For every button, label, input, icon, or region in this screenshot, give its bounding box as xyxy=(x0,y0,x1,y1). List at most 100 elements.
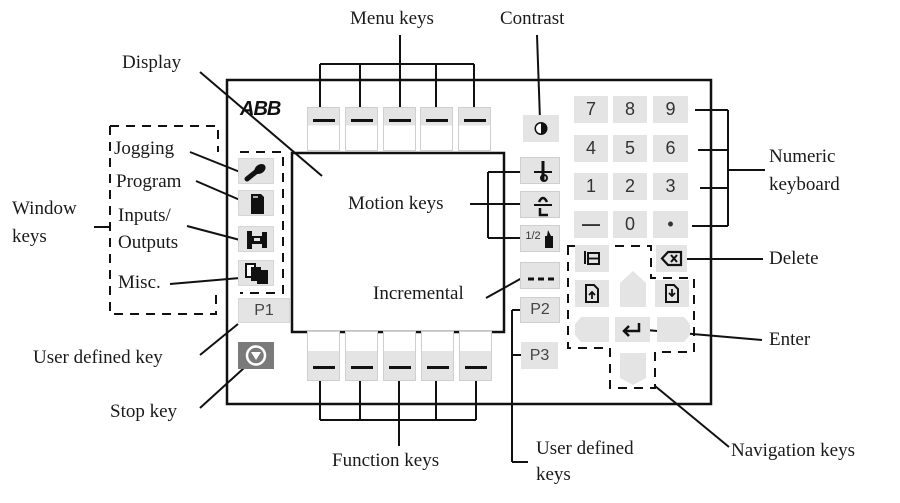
numeric-key-7[interactable]: 7 xyxy=(574,96,608,123)
delete-key[interactable] xyxy=(656,245,687,272)
motion-key-axis[interactable] xyxy=(520,191,560,218)
half-label: 1/2 xyxy=(525,230,541,242)
menu-key-1[interactable] xyxy=(307,107,340,151)
label-user-defined-keys-2: keys xyxy=(536,464,571,485)
numeric-key-minus[interactable]: — xyxy=(574,211,608,238)
jogging-leader xyxy=(189,151,241,173)
function-key-1[interactable] xyxy=(307,331,340,381)
stop-icon xyxy=(245,345,267,366)
contrast-leader xyxy=(536,34,541,121)
enter-key[interactable] xyxy=(615,317,650,342)
menu-key-4[interactable] xyxy=(420,107,453,151)
numeric-key-9[interactable]: 9 xyxy=(653,96,688,123)
motion-keys-leader xyxy=(470,171,520,239)
stop-key[interactable] xyxy=(238,342,274,369)
jogging-key[interactable] xyxy=(238,158,274,184)
label-inputs-outputs-2: Outputs xyxy=(118,232,179,253)
enter-icon xyxy=(622,323,641,337)
page-down-icon xyxy=(665,284,679,303)
menu-keys-leader xyxy=(319,35,475,110)
user-defined-keys-leader xyxy=(511,309,528,463)
page-up-key[interactable] xyxy=(575,280,609,307)
menu-key-5[interactable] xyxy=(458,107,491,151)
display-leader xyxy=(199,71,323,177)
io-icon xyxy=(247,231,267,249)
label-user-defined-keys-1: User defined xyxy=(536,438,634,459)
numeric-key-0[interactable]: 0 xyxy=(613,211,647,238)
contrast-key[interactable] xyxy=(523,115,559,142)
page-up-icon xyxy=(585,284,599,303)
incremental-key[interactable] xyxy=(520,262,560,289)
label-inputs-outputs-1: Inputs/ xyxy=(118,205,171,226)
robot-icon xyxy=(545,230,553,248)
function-keys-leader xyxy=(319,380,477,446)
label-navigation-keys: Navigation keys xyxy=(731,440,856,461)
numeric-keyboard-leader xyxy=(692,109,765,227)
window-keys-dashed-inner xyxy=(240,151,284,294)
incremental-icon xyxy=(528,277,556,281)
label-function-keys: Function keys xyxy=(332,450,440,471)
function-key-3[interactable] xyxy=(383,331,416,381)
label-numeric-keyboard-2: keyboard xyxy=(769,174,840,195)
numeric-key-2[interactable]: 2 xyxy=(613,173,647,200)
page-down-key[interactable] xyxy=(655,280,689,307)
program-leader xyxy=(195,180,241,201)
contrast-icon xyxy=(534,122,548,135)
motion-key-linear[interactable] xyxy=(520,157,560,184)
incremental-leader xyxy=(485,277,523,299)
motion-key-axis-half[interactable]: 1/2 xyxy=(520,225,560,252)
label-jogging: Jogging xyxy=(114,138,175,159)
io-leader xyxy=(186,225,241,241)
label-enter: Enter xyxy=(769,329,811,350)
label-motion-keys: Motion keys xyxy=(348,193,444,214)
misc-key[interactable] xyxy=(238,260,274,286)
pendant-frame xyxy=(225,78,713,406)
linear-motion-icon xyxy=(534,161,552,182)
menu-key-2[interactable] xyxy=(345,107,378,151)
p3-key[interactable]: P3 xyxy=(521,342,558,369)
label-window-keys-1: Window xyxy=(12,198,77,219)
label-delete: Delete xyxy=(769,248,819,269)
navigation-keys-leader xyxy=(654,385,730,448)
numeric-key-1[interactable]: 1 xyxy=(574,173,608,200)
numeric-key-3[interactable]: 3 xyxy=(653,173,688,200)
p1-key[interactable]: P1 xyxy=(238,298,290,323)
numeric-key-dot[interactable]: • xyxy=(653,211,688,238)
display-screen xyxy=(290,151,506,334)
backspace-icon xyxy=(660,250,683,267)
function-key-5[interactable] xyxy=(459,331,492,381)
misc-leader xyxy=(169,277,241,285)
list-key[interactable] xyxy=(575,245,609,272)
label-program: Program xyxy=(116,171,182,192)
windows-stack-icon xyxy=(245,263,268,284)
menu-key-3[interactable] xyxy=(383,107,416,151)
label-stop-key: Stop key xyxy=(110,401,178,422)
abb-logo: ABB xyxy=(240,98,281,120)
user-defined-key-leader xyxy=(199,323,239,356)
numeric-key-5[interactable]: 5 xyxy=(613,135,647,162)
p2-key[interactable]: P2 xyxy=(520,297,560,323)
navigation-dashed-outline xyxy=(567,245,695,389)
label-window-keys-2: keys xyxy=(12,226,47,247)
list-icon xyxy=(584,251,600,265)
numeric-key-6[interactable]: 6 xyxy=(653,135,688,162)
inputs-outputs-key[interactable] xyxy=(238,226,274,252)
label-contrast: Contrast xyxy=(500,8,565,29)
document-icon xyxy=(251,194,264,214)
program-key[interactable] xyxy=(238,190,274,216)
label-incremental: Incremental xyxy=(373,283,464,304)
stop-key-leader xyxy=(199,367,245,409)
axis-motion-icon xyxy=(534,196,552,217)
label-user-defined-key: User defined key xyxy=(33,347,163,368)
label-numeric-keyboard-1: Numeric xyxy=(769,146,836,167)
enter-leader xyxy=(645,329,763,341)
function-key-4[interactable] xyxy=(421,331,454,381)
numeric-key-8[interactable]: 8 xyxy=(613,96,647,123)
joystick-icon xyxy=(244,163,266,182)
label-misc: Misc. xyxy=(118,272,161,293)
label-display: Display xyxy=(122,52,182,73)
numeric-key-4[interactable]: 4 xyxy=(574,135,608,162)
window-keys-dashed-outer xyxy=(109,125,219,315)
label-menu-keys: Menu keys xyxy=(350,8,434,29)
function-key-2[interactable] xyxy=(345,331,378,381)
